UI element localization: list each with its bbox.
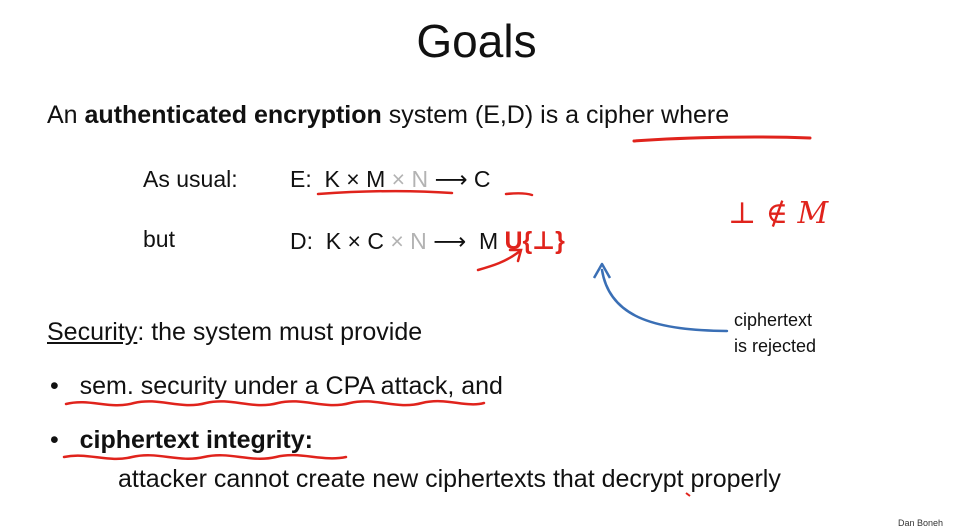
bullet-cpa-suffix: , and bbox=[447, 372, 503, 400]
red-arrow-head bbox=[508, 248, 523, 263]
integrity-detail: attacker cannot create new ciphertexts t… bbox=[118, 465, 781, 493]
callout-text: ciphertext is rejected bbox=[734, 307, 816, 359]
dec-codomain: M bbox=[478, 228, 499, 254]
enc-func: E: bbox=[290, 166, 312, 192]
security-line: Security: the system must provide bbox=[47, 318, 422, 347]
enc-formula: E: K × M × N ⟶ C bbox=[290, 166, 490, 193]
enc-arrow: ⟶ bbox=[434, 166, 468, 192]
enc-row-label: As usual: bbox=[143, 166, 238, 192]
dec-row-label: but bbox=[143, 226, 175, 252]
author-credit: Dan Boneh bbox=[897, 518, 943, 528]
security-label: Security bbox=[47, 318, 138, 346]
bullet-marker: • bbox=[50, 426, 59, 454]
underline-enc-codomain bbox=[504, 192, 534, 197]
bullet-marker: • bbox=[50, 372, 59, 400]
dec-nonce: × N bbox=[383, 228, 427, 254]
intro-bold-term: authenticated encryption bbox=[84, 101, 382, 129]
bullet-cpa-text: sem. security under a CPA attack bbox=[79, 372, 448, 400]
enc-codomain: C bbox=[473, 166, 491, 192]
red-arrow-shaft bbox=[476, 249, 522, 272]
handwritten-bottom-not-in-m: ⊥ ∉ M bbox=[728, 196, 829, 231]
enc-nonce: × N bbox=[385, 166, 429, 192]
intro-prefix: An bbox=[47, 101, 85, 129]
wavy-underline-integrity bbox=[62, 453, 348, 461]
callout-line1: ciphertext bbox=[734, 310, 813, 330]
intro-line: An authenticated encryption system (E,D)… bbox=[47, 101, 729, 130]
bullet-integrity-text: ciphertext integrity: bbox=[79, 426, 313, 454]
bullet-integrity: • ciphertext integrity: bbox=[50, 426, 313, 455]
dec-arrow: ⟶ bbox=[433, 228, 467, 254]
blue-arrow-head bbox=[592, 262, 612, 279]
security-rest: : the system must provide bbox=[137, 318, 423, 346]
enc-domain: K × M bbox=[324, 166, 386, 192]
red-tick-mark bbox=[685, 492, 691, 497]
blue-arrow-shaft bbox=[600, 268, 729, 333]
dec-func: D: bbox=[290, 228, 313, 254]
underline-enc-domain bbox=[316, 189, 454, 196]
slide-title: Goals bbox=[416, 15, 537, 67]
underline-cipher-where bbox=[632, 135, 812, 143]
wavy-underline-cpa bbox=[64, 399, 486, 407]
intro-suffix: system (E,D) is a cipher where bbox=[381, 101, 730, 129]
dec-domain: K × C bbox=[325, 228, 384, 254]
callout-line2: is rejected bbox=[734, 336, 817, 356]
dec-formula: D: K × C × N ⟶ M U{⊥} bbox=[290, 226, 565, 256]
bullet-cpa: • sem. security under a CPA attack, and bbox=[50, 372, 503, 401]
